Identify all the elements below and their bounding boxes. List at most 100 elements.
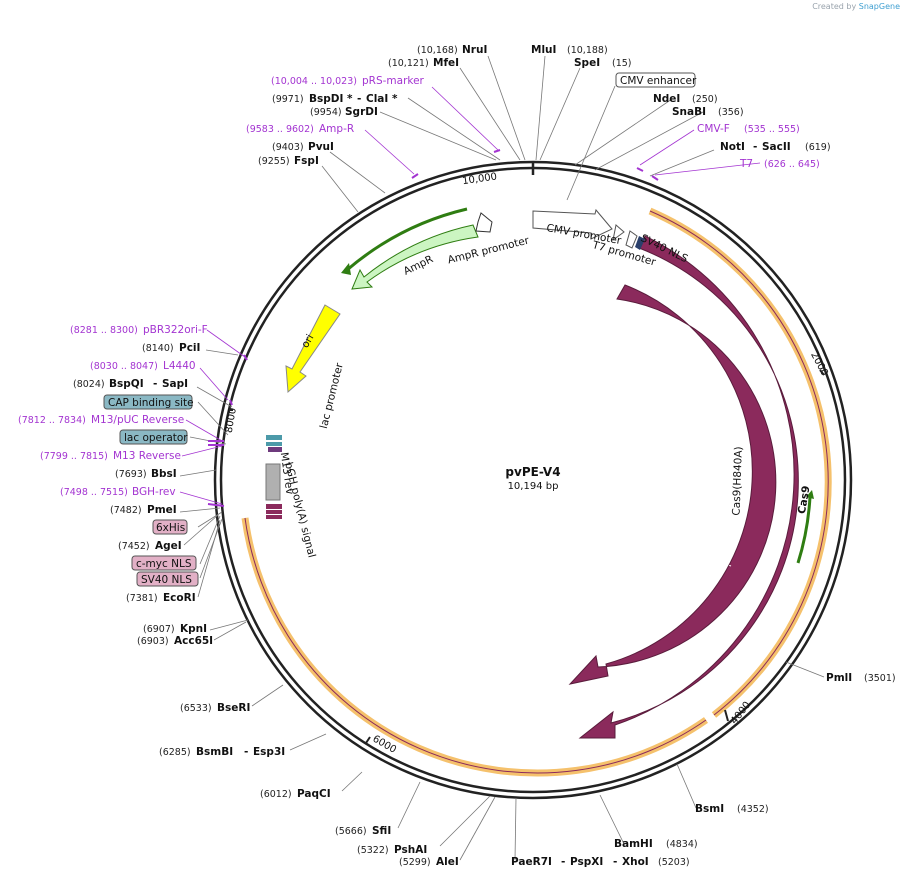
primer-m13puc[interactable]: M13/pUC Reverse (91, 414, 184, 426)
pos-pmei: (7482) (110, 505, 142, 516)
ampr-dark-stroke (346, 207, 468, 272)
enzyme-sacii-sep: - (753, 141, 757, 153)
label-6xhis: 6xHis (156, 522, 185, 534)
pos-nrui: (10,168) (417, 45, 458, 56)
enzyme-bspqi[interactable]: BspQI (109, 378, 144, 390)
ampr-promoter-arrow[interactable] (475, 212, 493, 233)
box-cmv-enhancer[interactable] (615, 72, 696, 88)
primer-l4440[interactable]: L4440 (163, 360, 196, 372)
cds-highlight-bottom-line (244, 517, 707, 774)
tick-8000: 8000 (224, 407, 239, 434)
pos-bsmbi: (6285) (159, 747, 191, 758)
primer-marks (207, 149, 659, 507)
primer-range-cmvf: (535 .. 555) (744, 124, 800, 135)
enzyme-alei[interactable]: AleI (436, 856, 459, 868)
box-cap-binding-site[interactable] (103, 394, 193, 410)
primer-pbr[interactable]: pBR322ori-F (143, 324, 208, 336)
pos-pcii: (8140) (142, 343, 174, 354)
enzyme-spei[interactable]: SpeI (574, 57, 600, 69)
pos-bbsi: (7693) (115, 469, 147, 480)
enzyme-sapi-sep: - (153, 378, 157, 390)
enzyme-bseri[interactable]: BseRI (217, 702, 250, 714)
enzyme-bamhi[interactable]: BamHI (614, 838, 653, 850)
t7-promoter-arrow[interactable] (625, 230, 638, 249)
primer-m13rev[interactable]: M13 Reverse (113, 450, 181, 462)
cmv-small-arrow (612, 224, 625, 242)
backbone-inner (219, 166, 847, 794)
enzyme-acc65i[interactable]: Acc65I (174, 635, 213, 647)
enzyme-mfei[interactable]: MfeI (433, 57, 459, 69)
green-inner-arrow (796, 496, 812, 564)
enzyme-bsmi[interactable]: BsmI (695, 803, 724, 815)
enzyme-ecori[interactable]: EcoRI (163, 592, 196, 604)
box-lac-operator[interactable] (119, 429, 188, 445)
box-6xhis[interactable] (152, 519, 188, 535)
ori-arrow[interactable] (285, 304, 341, 394)
label-cap-binding-site: CAP binding site (108, 397, 194, 409)
cas9h840a-arrow[interactable] (568, 284, 777, 685)
enzyme-sapi[interactable]: SapI (162, 378, 188, 390)
enzyme-pmli[interactable]: PmlI (826, 672, 852, 684)
lac-feature-3 (268, 447, 282, 452)
primer-t7[interactable]: T7 (739, 158, 753, 170)
enzyme-ndei[interactable]: NdeI (653, 93, 680, 105)
primer-prs[interactable]: pRS-marker (362, 75, 425, 87)
enzyme-pvui[interactable]: PvuI (308, 141, 334, 153)
label-cas9: Cas9 (796, 485, 813, 515)
enzyme-paer7i[interactable]: PaeR7I (511, 856, 552, 868)
label-m13-rev: M13 rev (278, 452, 296, 496)
cds-highlight-right-line (649, 210, 829, 716)
pos-beri: (6533) (180, 703, 212, 714)
enzyme-xhoi[interactable]: XhoI (622, 856, 649, 868)
enzyme-mlui[interactable]: MluI (531, 44, 556, 56)
primer-bgh[interactable]: BGH-rev (132, 486, 176, 498)
snapgene-watermark: Created by SnapGene (812, 2, 900, 11)
enzyme-sacii[interactable]: SacII (762, 141, 791, 153)
enzyme-snabi[interactable]: SnaBI (672, 106, 706, 118)
label-ori: ori (299, 332, 316, 350)
pos-pmli: (3501) (864, 673, 896, 684)
leader-lines (179, 55, 825, 861)
pos-ndei: (250) (692, 94, 718, 105)
pos-bspdi: (9971) (272, 94, 304, 105)
enzyme-bsmbi[interactable]: BsmBI (196, 746, 233, 758)
enzyme-paqci[interactable]: PaqCI (297, 788, 331, 800)
bgh-polya-box[interactable] (265, 463, 281, 501)
enzyme-pshai[interactable]: PshAI (394, 844, 427, 856)
tick-2000-mark (819, 369, 825, 376)
primer-cmvf[interactable]: CMV-F (697, 123, 730, 135)
pos-paqci: (6012) (260, 789, 292, 800)
enzyme-pspxi-sep: - (561, 856, 565, 868)
pos-alei: (5299) (399, 857, 431, 868)
box-cmyc-nls[interactable] (131, 555, 197, 571)
cas9-arrow[interactable] (578, 235, 799, 739)
ampr-dark-head (341, 263, 351, 275)
label-bgh: bGH poly(A) signal (282, 461, 317, 559)
cmv-promoter-arrow[interactable] (532, 208, 613, 240)
enzyme-bbsi[interactable]: BbsI (151, 468, 177, 480)
small-nls-3 (266, 515, 282, 519)
enzyme-fspi[interactable]: FspI (294, 155, 319, 167)
pos-mfei: (10,121) (388, 58, 429, 69)
enzyme-esp3i-sep: - (244, 746, 248, 758)
pos-mlui: (10,188) (567, 45, 608, 56)
enzyme-pmei[interactable]: PmeI (147, 504, 177, 516)
pos-pvui: (9403) (272, 142, 304, 153)
enzyme-pspxi[interactable]: PspXI (570, 856, 603, 868)
pos-spei: (15) (612, 58, 632, 69)
box-sv40-nls[interactable] (136, 571, 199, 587)
enzyme-clai[interactable]: ClaI * (366, 93, 398, 105)
enzyme-bspdi[interactable]: BspDI * (309, 93, 353, 105)
enzyme-pcii[interactable]: PciI (179, 342, 200, 354)
enzyme-agei[interactable]: AgeI (155, 540, 182, 552)
enzyme-clai-sep: - (357, 93, 361, 105)
enzyme-sfii[interactable]: SfiI (372, 825, 391, 837)
enzyme-nrui[interactable]: NruI (462, 44, 487, 56)
enzyme-esp3i[interactable]: Esp3I (253, 746, 285, 758)
ampr-arrow[interactable] (351, 224, 479, 290)
enzyme-sgrdi[interactable]: SgrDI (345, 106, 378, 118)
primer-ampr[interactable]: Amp-R (319, 123, 354, 135)
enzyme-kpni[interactable]: KpnI (180, 623, 207, 635)
enzyme-noti[interactable]: NotI (720, 141, 745, 153)
